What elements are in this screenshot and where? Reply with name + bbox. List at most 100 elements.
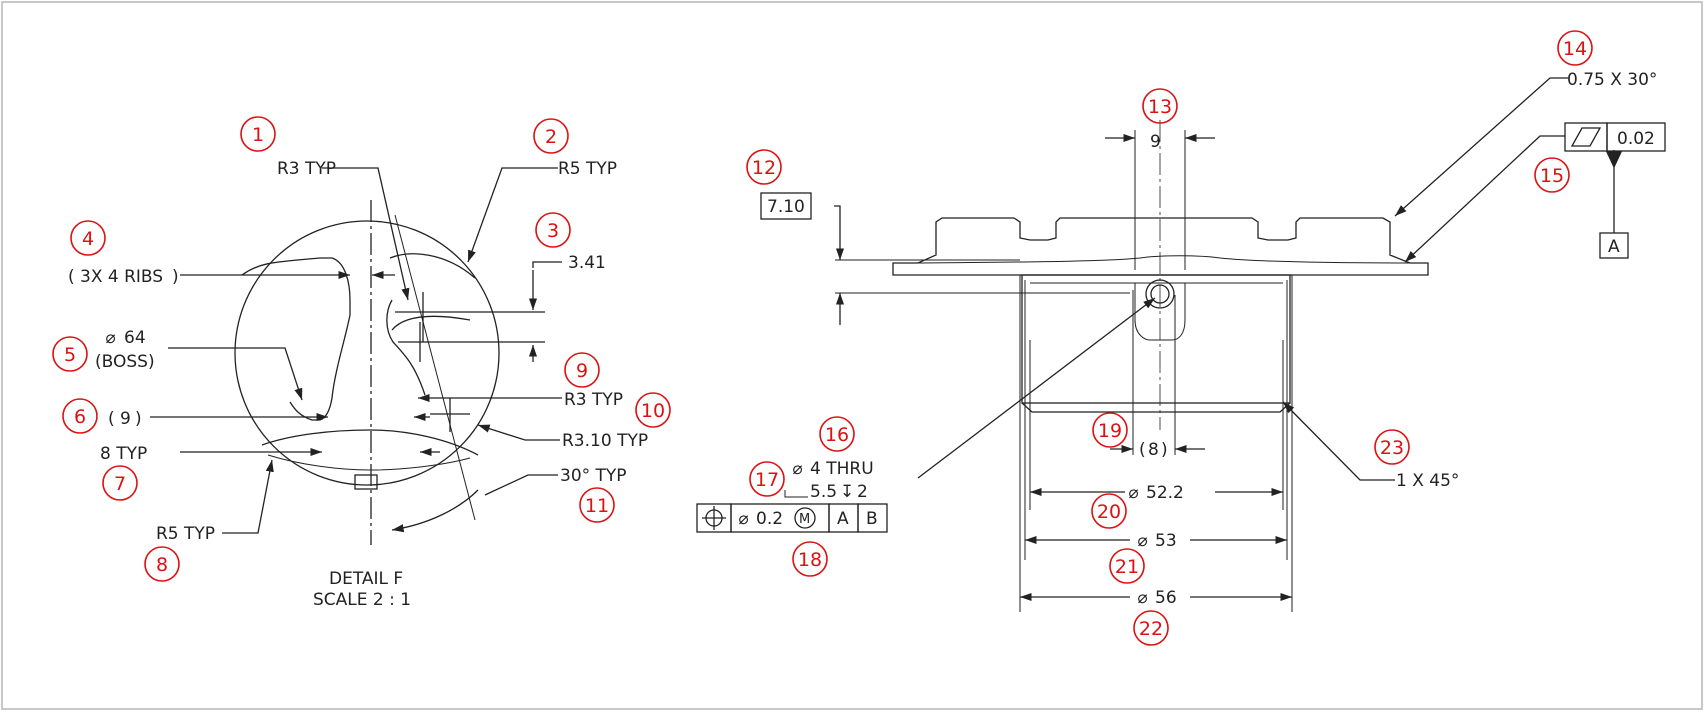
label-mmc: M [799, 512, 810, 527]
chamfer-top-leader [1394, 77, 1568, 217]
hole-leader [917, 297, 1156, 479]
balloon-circle [635, 392, 671, 428]
balloon-20: 20 [1091, 493, 1127, 529]
label-nine-paren-open: ( [108, 409, 115, 429]
thirty-typ-arc [391, 489, 479, 533]
balloon-circle [1557, 30, 1593, 66]
label-cbore: 5.5 [810, 482, 837, 502]
balloon-number: 22 [1139, 618, 1163, 640]
boss-inner-arc [267, 454, 471, 471]
r5-typ-2-leader [222, 459, 274, 534]
balloon-number: 23 [1380, 437, 1404, 459]
boss-leader [168, 347, 303, 401]
label-ribs-paren-close: ) [172, 267, 179, 287]
rib-pocket-inner [391, 315, 471, 331]
label-datum-a: A [1608, 237, 1620, 257]
label-eight-paren-open: ( [1139, 440, 1146, 460]
label-d522: 52.2 [1146, 483, 1184, 503]
boss-body [1021, 274, 1291, 404]
balloon-circle [564, 352, 600, 388]
datum-a-box [1599, 232, 1629, 259]
diameter-icon: ⌀ [738, 509, 749, 529]
balloon-19: 19 [1092, 412, 1128, 448]
position-datum-b-cell [857, 503, 888, 533]
thirty-typ-leader [484, 474, 558, 496]
label-ribs-paren-open: ( [68, 267, 75, 287]
balloon-circle [102, 465, 138, 501]
label-341: 3.41 [568, 253, 606, 273]
label-boss: (BOSS) [95, 352, 155, 372]
balloon-6: 6 [62, 398, 98, 434]
flatness-leader [1404, 135, 1565, 263]
detail-f [150, 167, 562, 545]
balloon-number: 21 [1115, 556, 1139, 578]
balloon-number: 8 [156, 554, 168, 576]
label-datum-ref-a: A [837, 509, 849, 529]
diameter-icon: ⌀ [1128, 483, 1139, 503]
balloon-circle [1374, 429, 1410, 465]
label-flatness-tol: 0.02 [1617, 129, 1655, 149]
balloon-number: 9 [576, 360, 588, 382]
balloon-number: 3 [547, 220, 559, 242]
label-eight: 8 [1148, 440, 1159, 460]
balloon-circle [749, 461, 785, 497]
balloon-number: 6 [74, 406, 86, 428]
balloon-number: 13 [1148, 96, 1172, 118]
label-chamfer-top: 0.75 X 30° [1567, 70, 1657, 90]
balloon-21: 21 [1109, 548, 1145, 584]
balloon-circle [1109, 548, 1145, 584]
label-r5-typ: R5 TYP [558, 159, 617, 179]
diameter-icon: ⌀ [792, 459, 803, 479]
r5-typ-leader [467, 167, 558, 263]
label-eight-typ: 8 TYP [100, 444, 147, 464]
label-datum-ref-b: B [866, 509, 878, 529]
flange-outline [892, 217, 1429, 276]
label-r3-typ-2: R3 TYP [564, 390, 623, 410]
label-pos-tol: 0.2 [756, 509, 783, 529]
label-thirty-typ: 30° TYP [560, 466, 627, 486]
label-boss-dia: 64 [124, 328, 146, 348]
mmc-icon [794, 507, 816, 529]
balloon-number: 18 [798, 549, 822, 571]
balloon-number: 2 [545, 126, 557, 148]
chamfer-bottom-leader [1282, 401, 1395, 481]
balloon-number: 7 [114, 473, 126, 495]
balloon-circle [746, 149, 782, 185]
diameter-icon: ⌀ [105, 328, 116, 348]
slot-outline [1134, 283, 1186, 341]
balloon-circle [240, 116, 276, 152]
position-icon [702, 506, 726, 530]
balloon-15: 15 [1534, 157, 1570, 193]
label-nine-paren-close: ) [135, 409, 142, 429]
dim-710-box [760, 192, 812, 220]
label-width-9: 9 [1150, 132, 1161, 152]
label-r310-typ: R3.10 TYP [562, 431, 648, 451]
label-d53: 53 [1155, 531, 1177, 551]
balloon-circle [144, 546, 180, 582]
balloon-circle [62, 398, 98, 434]
balloon-4: 4 [70, 220, 106, 256]
cbore-bracket [784, 490, 808, 498]
balloon-number: 16 [825, 424, 849, 446]
rib-pocket-right [386, 299, 426, 396]
balloon-23: 23 [1374, 429, 1410, 465]
detail-title: DETAIL F [329, 569, 403, 589]
balloon-number: 5 [64, 344, 76, 366]
section-view [696, 77, 1666, 612]
balloon-14: 14 [1557, 30, 1593, 66]
label-r3-typ: R3 TYP [277, 159, 336, 179]
balloon-circle [1142, 88, 1178, 124]
label-ribs: 3X 4 RIBS [80, 267, 163, 287]
balloon-9: 9 [564, 352, 600, 388]
boss-arc [261, 429, 479, 456]
balloon-circle [792, 541, 828, 577]
r3-typ-leader [322, 167, 410, 301]
balloon-12: 12 [746, 149, 782, 185]
feature-notch [354, 474, 378, 490]
balloon-number: 17 [755, 469, 779, 491]
balloon-3: 3 [535, 212, 571, 248]
balloon-number: 4 [82, 228, 94, 250]
